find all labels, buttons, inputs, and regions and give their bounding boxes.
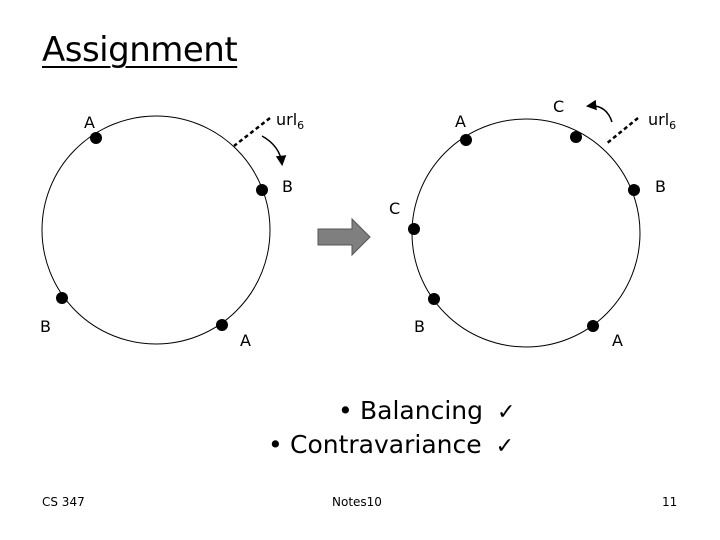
left-node-top-left (90, 132, 102, 144)
right-label-top-left: A (455, 112, 466, 131)
right-assign-curve-arrow (585, 99, 613, 123)
right-node-top-left (460, 134, 472, 146)
left-label-right: B (282, 177, 293, 196)
transition-arrow (317, 217, 371, 257)
footer-page-number: 11 (662, 495, 678, 509)
bullet-balancing: •Balancing ✓ (268, 395, 515, 429)
left-label-bottom-right: A (240, 331, 251, 350)
right-ring-circle (411, 118, 641, 348)
left-url-label: url6 (276, 110, 304, 132)
slide-title: Assignment (42, 30, 238, 70)
left-assign-curve-arrow (261, 135, 287, 167)
left-ring-circle (41, 115, 271, 345)
right-node-inner (408, 223, 420, 235)
right-node-right (628, 184, 640, 196)
right-url-dashed-pointer (605, 117, 639, 145)
right-url-label: url6 (648, 110, 676, 132)
left-label-bottom-left: B (40, 317, 51, 336)
left-node-bottom-left (56, 292, 68, 304)
bullet-text: Contravariance (290, 430, 482, 459)
left-node-bottom-right (216, 319, 228, 331)
left-label-top-left: A (84, 113, 95, 132)
left-url-text: url (276, 110, 297, 129)
right-node-top (570, 131, 582, 143)
right-url-subscript: 6 (669, 119, 676, 132)
right-label-right: B (655, 177, 666, 196)
bullet-dot: • (338, 396, 353, 425)
right-label-top: C (553, 97, 564, 116)
bullet-text: Balancing (360, 396, 483, 425)
left-node-right (256, 184, 268, 196)
bullet-list: •Balancing✓ •Contravariance✓ (268, 395, 515, 463)
check-icon: ✓ (495, 434, 515, 459)
left-url-subscript: 6 (297, 119, 304, 132)
left-url-dashed-pointer (233, 117, 271, 147)
footer-notes: Notes10 (332, 495, 382, 509)
right-url-text: url (648, 110, 669, 129)
bullet-contravariance: •Contravariance ✓ (268, 429, 515, 463)
right-label-bottom-right: A (612, 331, 623, 350)
right-node-bottom-right (587, 320, 599, 332)
right-label-bottom-left: B (414, 317, 425, 336)
right-node-bottom-left (428, 293, 440, 305)
footer-course: CS 347 (42, 495, 85, 509)
right-label-inner: C (389, 199, 400, 218)
check-icon: ✓ (497, 400, 516, 425)
bullet-dot: • (268, 430, 283, 459)
